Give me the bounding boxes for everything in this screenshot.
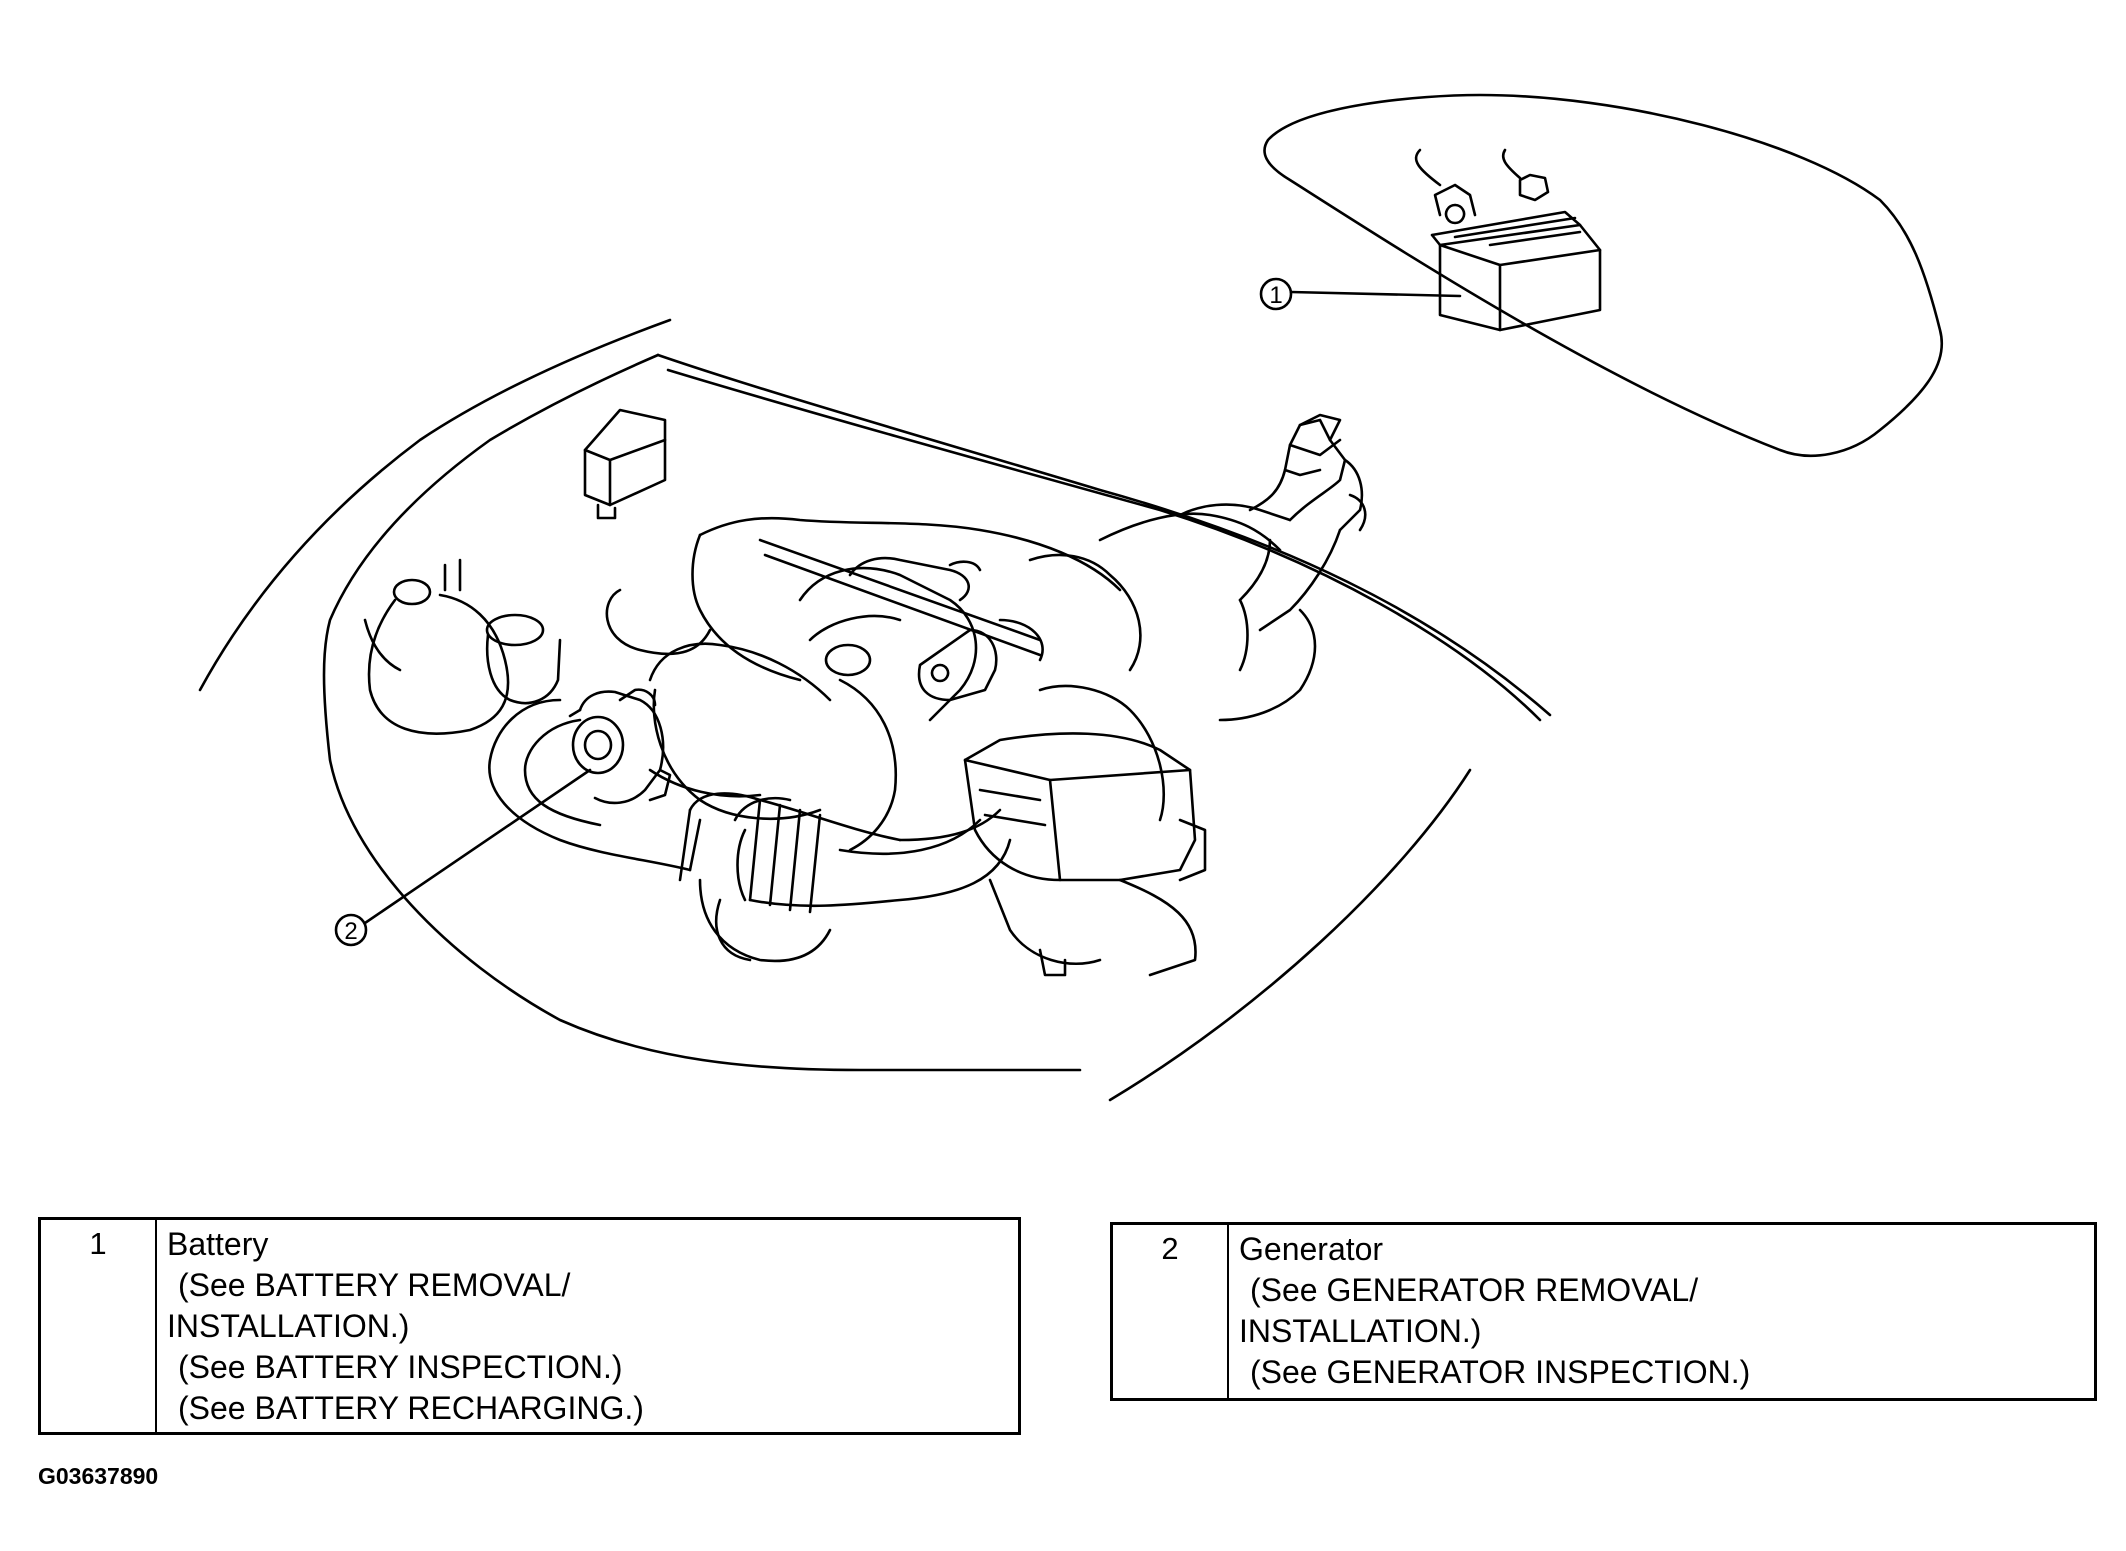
callout-1-number: 1 bbox=[1269, 282, 1282, 309]
legend-table-battery: 1 Battery (See BATTERY REMOVAL/ INSTALLA… bbox=[38, 1217, 1021, 1435]
legend-1-ref-link-cont[interactable]: INSTALLATION.) bbox=[167, 1308, 410, 1344]
legend-2-name: Generator bbox=[1239, 1231, 1384, 1267]
callout-1: 1 bbox=[1259, 277, 1462, 311]
callout-2: 2 bbox=[334, 768, 592, 947]
fuse-box bbox=[583, 408, 667, 520]
washer-reservoir bbox=[485, 613, 562, 705]
legend-1-ref-link[interactable]: (See BATTERY REMOVAL/ bbox=[178, 1267, 571, 1303]
legend-1-ref-link[interactable]: (See BATTERY RECHARGING.) bbox=[178, 1390, 644, 1426]
legend-1-text: Battery (See BATTERY REMOVAL/ INSTALLATI… bbox=[157, 1220, 652, 1432]
legend-1-number: 1 bbox=[41, 1220, 157, 1432]
legend-table-generator: 2 Generator (See GENERATOR REMOVAL/ INST… bbox=[1110, 1222, 2097, 1401]
intake-duct bbox=[488, 698, 1012, 963]
car-body-outline bbox=[198, 318, 1552, 1102]
callout-2-number: 2 bbox=[344, 918, 357, 945]
legend-2-number: 2 bbox=[1113, 1225, 1229, 1398]
legend-2-ref-link[interactable]: (See GENERATOR REMOVAL/ bbox=[1250, 1272, 1699, 1308]
transmission bbox=[1098, 413, 1367, 722]
engine-assembly bbox=[605, 516, 1166, 852]
trunk-panel bbox=[1263, 93, 1944, 457]
battery-icon bbox=[1414, 148, 1602, 332]
engine-bay-illustration: 1 bbox=[198, 93, 1944, 1102]
legend-2-ref-link[interactable]: (See GENERATOR INSPECTION.) bbox=[1250, 1354, 1751, 1390]
legend-1-ref-link[interactable]: (See BATTERY INSPECTION.) bbox=[178, 1349, 623, 1385]
coolant-reservoir bbox=[363, 558, 510, 735]
legend-1-name: Battery bbox=[167, 1226, 269, 1262]
generator-icon bbox=[568, 688, 672, 805]
legend-2-text: Generator (See GENERATOR REMOVAL/ INSTAL… bbox=[1229, 1225, 1758, 1398]
legend-2-ref-link-cont[interactable]: INSTALLATION.) bbox=[1239, 1313, 1482, 1349]
air-cleaner bbox=[963, 732, 1207, 977]
figure-code: G03637890 bbox=[38, 1463, 159, 1489]
